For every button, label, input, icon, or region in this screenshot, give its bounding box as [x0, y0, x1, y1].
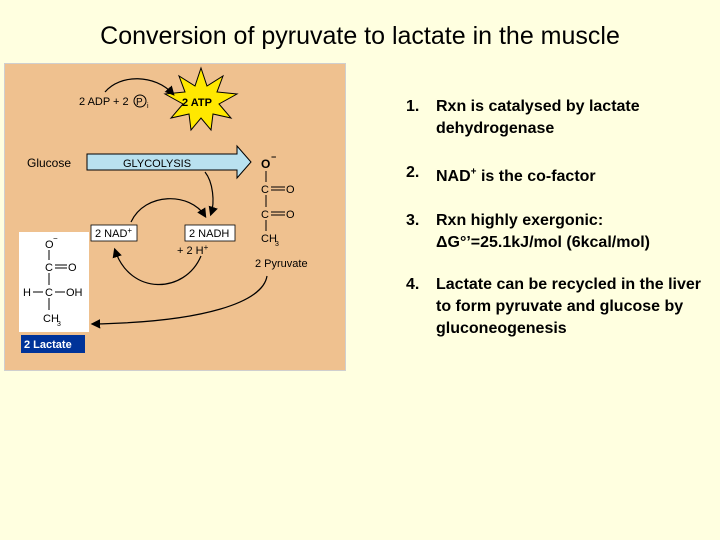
- svg-text:O: O: [286, 209, 295, 221]
- svg-text:C: C: [261, 184, 269, 196]
- atp-label: 2 ATP: [182, 97, 212, 109]
- pyruvate-structure: O − C O C O CH 3: [261, 152, 295, 248]
- pathway-figure: 2 ADP + 2 P i 2 ATP Glucose GLYCOLYSIS O…: [4, 63, 346, 371]
- nad-to-nadh-arrow: [130, 198, 207, 223]
- point-number: 4.: [406, 276, 420, 294]
- nadh-box: [184, 224, 236, 242]
- point-number: 2.: [406, 164, 420, 181]
- atp-star-icon: [163, 66, 239, 132]
- svg-text:3: 3: [57, 321, 61, 328]
- h-plus-label: + 2 H+: [177, 243, 209, 257]
- lactate-structure: O − C O H C OH CH 3: [23, 234, 83, 328]
- point-number: 1.: [406, 98, 420, 115]
- svg-text:−: −: [271, 152, 276, 162]
- page-title: Conversion of pyruvate to lactate in the…: [100, 22, 620, 50]
- key-points-list: 1. Rxn is catalysed by lactate dehydroge…: [406, 96, 706, 362]
- point-item: 2. NAD+ is the co-factor: [406, 162, 706, 188]
- phosphate-symbol: P: [136, 97, 143, 108]
- pyruvate-label: 2 Pyruvate: [255, 258, 308, 270]
- point-number: 3.: [406, 212, 420, 230]
- glycolysis-down-arrow: [204, 171, 218, 217]
- point-text: NAD+ is the co-factor: [436, 167, 596, 186]
- point-item: 3. Rxn highly exergonic: ΔG°’=25.1kJ/mol…: [406, 210, 706, 254]
- nad-label: 2 NAD+: [95, 226, 132, 240]
- point-text: Lactate can be recycled in the liver to …: [436, 276, 702, 338]
- svg-text:O: O: [68, 262, 77, 274]
- svg-text:O: O: [261, 157, 270, 171]
- svg-text:CH: CH: [43, 313, 59, 325]
- pathway-diagram: 2 ADP + 2 P i 2 ATP Glucose GLYCOLYSIS O…: [19, 66, 308, 353]
- svg-text:CH: CH: [261, 233, 277, 245]
- nad-box: [90, 224, 138, 242]
- lactate-label-box: [21, 335, 85, 353]
- pyruvate-to-lactate-arrow: [90, 275, 268, 329]
- glucose-label: Glucose: [27, 156, 71, 170]
- point-text: Rxn highly exergonic:: [436, 212, 604, 230]
- svg-text:3: 3: [275, 241, 279, 248]
- phosphate-subscript: i: [147, 103, 149, 110]
- point-item: 1. Rxn is catalysed by lactate dehydroge…: [406, 96, 706, 140]
- lactate-label: 2 Lactate: [24, 339, 72, 351]
- svg-text:OH: OH: [66, 287, 83, 299]
- adp-to-atp-arrow: [104, 78, 175, 96]
- svg-text:C: C: [45, 262, 53, 274]
- glycolysis-label: GLYCOLYSIS: [123, 158, 191, 170]
- svg-text:H: H: [23, 287, 31, 299]
- point-item: 4. Lactate can be recycled in the liver …: [406, 274, 706, 340]
- svg-text:O: O: [45, 239, 54, 251]
- svg-text:−: −: [53, 234, 58, 243]
- svg-text:C: C: [45, 287, 53, 299]
- nadh-to-nad-arrow: [112, 247, 202, 286]
- point-text-line2: ΔG°’=25.1kJ/mol (6kcal/mol): [436, 234, 650, 252]
- svg-text:C: C: [261, 209, 269, 221]
- nadh-label: 2 NADH: [189, 228, 229, 240]
- glycolysis-arrow: [86, 144, 252, 180]
- point-text: Rxn is catalysed by lactate dehydrogenas…: [436, 98, 640, 137]
- phosphate-circle-icon: [133, 94, 147, 108]
- svg-text:O: O: [286, 184, 295, 196]
- lactate-panel: [19, 232, 89, 332]
- adp-pi-label: 2 ADP + 2: [79, 96, 129, 108]
